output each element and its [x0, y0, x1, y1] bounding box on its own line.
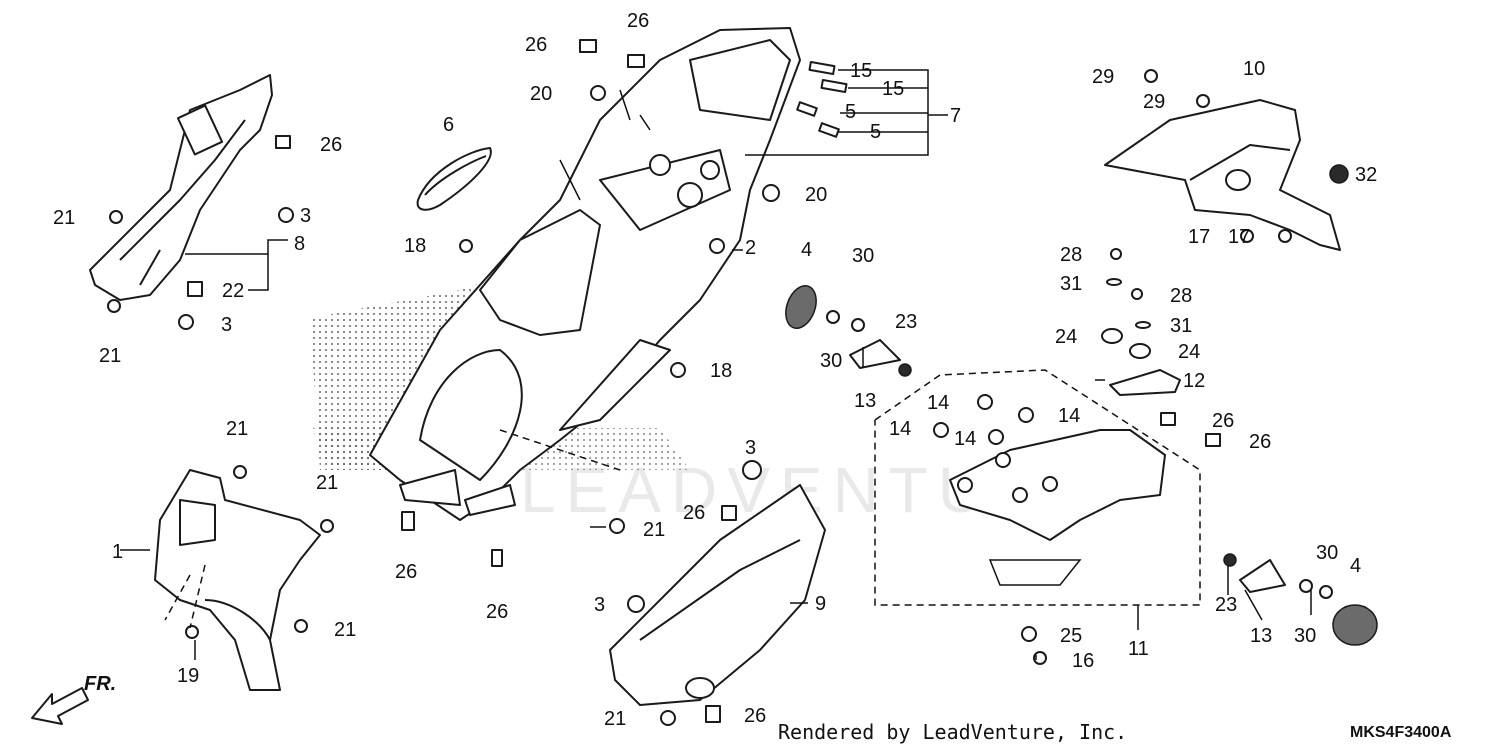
callout-21[interactable]: 21 [643, 519, 665, 541]
callout-2[interactable]: 2 [745, 237, 756, 259]
callout-19[interactable]: 19 [177, 665, 199, 687]
diagram-code: MKS4F3400A [1350, 724, 1452, 741]
rear-fender-assembly[interactable] [369, 27, 801, 521]
callout-28[interactable]: 28 [1170, 285, 1192, 307]
callout-17[interactable]: 17 [1188, 226, 1210, 248]
callout-32[interactable]: 32 [1355, 164, 1377, 186]
callout-13[interactable]: 13 [1250, 625, 1272, 647]
callout-26[interactable]: 26 [627, 10, 649, 32]
callout-26[interactable]: 26 [486, 601, 508, 623]
callouts: 1 2 3 3 3 3 4 4 5 5 6 7 8 9 10 11 12 13 … [53, 10, 1377, 730]
callout-16[interactable]: 16 [1072, 650, 1094, 672]
callout-30[interactable]: 30 [820, 350, 842, 372]
direction-label: FR. [84, 673, 116, 695]
callout-21[interactable]: 21 [316, 472, 338, 494]
callout-30[interactable]: 30 [852, 245, 874, 267]
front-direction-arrow: FR. [31, 673, 116, 725]
callout-30[interactable]: 30 [1316, 542, 1338, 564]
callout-23[interactable]: 23 [895, 311, 917, 333]
callout-18[interactable]: 18 [710, 360, 732, 382]
callout-20[interactable]: 20 [530, 83, 552, 105]
callout-4[interactable]: 4 [801, 239, 812, 261]
inner-fender-part-1[interactable] [154, 469, 321, 691]
callout-6[interactable]: 6 [443, 114, 454, 136]
callout-21[interactable]: 21 [226, 418, 248, 440]
callout-26[interactable]: 26 [1249, 431, 1271, 453]
callout-21[interactable]: 21 [334, 619, 356, 641]
callout-23[interactable]: 23 [1215, 594, 1237, 616]
callout-11[interactable]: 11 [1128, 638, 1149, 660]
callout-14[interactable]: 14 [1058, 405, 1080, 427]
callout-15[interactable]: 15 [850, 60, 872, 82]
callout-26[interactable]: 26 [395, 561, 417, 583]
callout-10[interactable]: 10 [1243, 58, 1265, 80]
footer-text: Rendered by LeadVenture, Inc. [778, 720, 1127, 744]
dashed-lines [164, 369, 1201, 629]
callout-18[interactable]: 18 [404, 235, 426, 257]
callout-7[interactable]: 7 [950, 105, 961, 127]
callout-12[interactable]: 12 [1183, 370, 1205, 392]
callout-20[interactable]: 20 [805, 184, 827, 206]
callout-28[interactable]: 28 [1060, 244, 1082, 266]
callout-21[interactable]: 21 [99, 345, 121, 367]
callout-1[interactable]: 1 [112, 541, 123, 563]
callout-15[interactable]: 15 [882, 78, 904, 100]
callout-30[interactable]: 30 [1294, 625, 1316, 647]
callout-24[interactable]: 24 [1178, 341, 1200, 363]
rear-cowl-part-10[interactable] [1104, 99, 1341, 251]
band-part-6[interactable] [416, 147, 492, 211]
callout-24[interactable]: 24 [1055, 326, 1077, 348]
callout-14[interactable]: 14 [954, 428, 976, 450]
callout-29[interactable]: 29 [1092, 66, 1114, 88]
callout-25[interactable]: 25 [1060, 625, 1082, 647]
callout-3[interactable]: 3 [594, 594, 605, 616]
side-cover-right-part-9[interactable] [609, 484, 826, 706]
callout-21[interactable]: 21 [53, 207, 75, 229]
callout-14[interactable]: 14 [927, 392, 949, 414]
reflector-part-4[interactable] [780, 282, 1378, 646]
side-cover-left-part-8[interactable] [89, 74, 273, 301]
callout-3[interactable]: 3 [221, 314, 232, 336]
callout-26[interactable]: 26 [320, 134, 342, 156]
callout-31[interactable]: 31 [1060, 273, 1082, 295]
callout-17[interactable]: 17 [1228, 226, 1250, 248]
bracket-part-12[interactable] [1109, 369, 1181, 396]
callout-5[interactable]: 5 [845, 101, 856, 123]
callout-13[interactable]: 13 [854, 390, 876, 412]
callout-8[interactable]: 8 [294, 233, 305, 255]
callout-26[interactable]: 26 [525, 34, 547, 56]
callout-3[interactable]: 3 [300, 205, 311, 227]
callout-21[interactable]: 21 [604, 708, 626, 730]
callout-4[interactable]: 4 [1350, 555, 1361, 577]
leader-lines [120, 69, 1312, 660]
callout-22[interactable]: 22 [222, 280, 244, 302]
callout-3[interactable]: 3 [745, 437, 756, 459]
callout-26[interactable]: 26 [683, 502, 705, 524]
callout-31[interactable]: 31 [1170, 315, 1192, 337]
callout-5[interactable]: 5 [870, 121, 881, 143]
callout-9[interactable]: 9 [815, 593, 826, 615]
callout-29[interactable]: 29 [1143, 91, 1165, 113]
callout-26[interactable]: 26 [744, 705, 766, 727]
callout-14[interactable]: 14 [889, 418, 911, 440]
bracket-part-11[interactable] [949, 429, 1166, 586]
fasteners [107, 39, 1333, 726]
cap-part-32[interactable] [1329, 164, 1349, 184]
callout-26[interactable]: 26 [1212, 410, 1234, 432]
